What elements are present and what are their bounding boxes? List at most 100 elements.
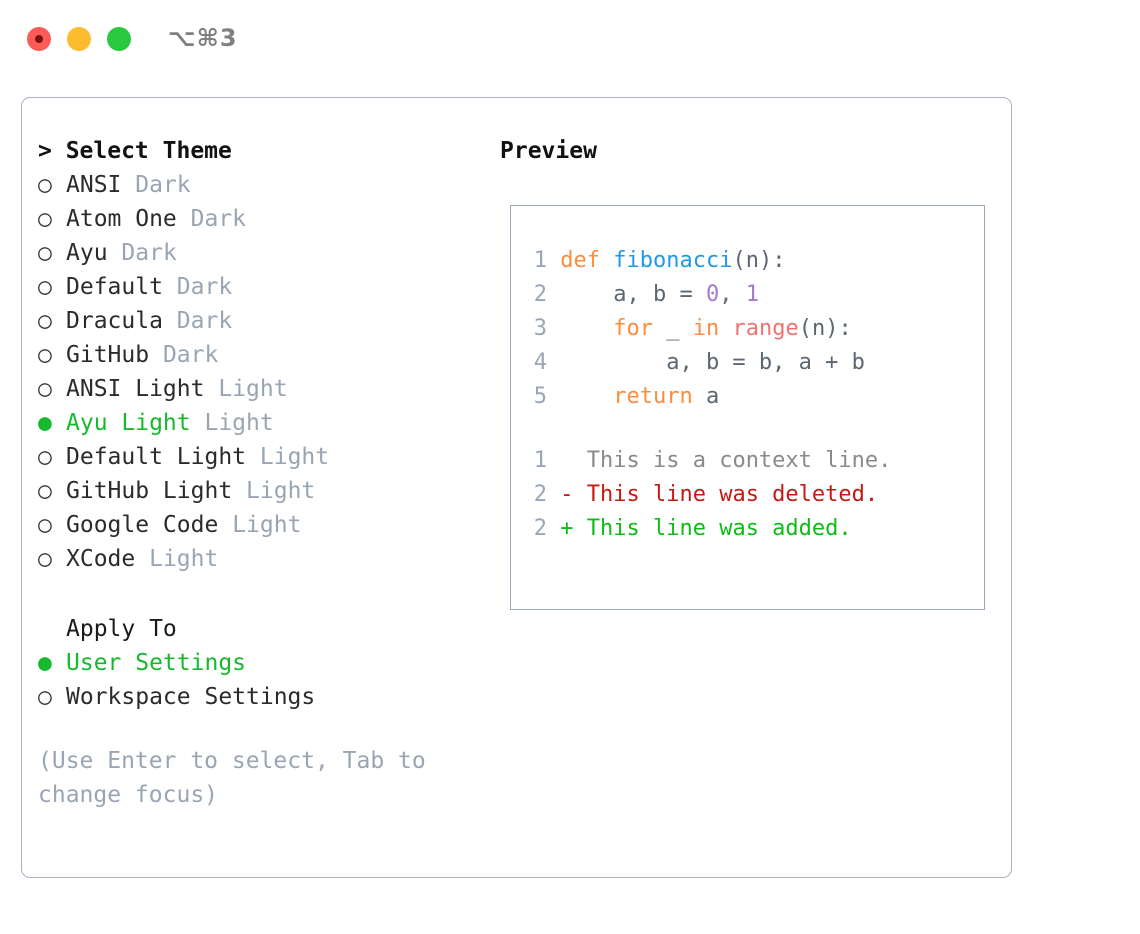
label-tag-space xyxy=(246,444,260,470)
code-token-plain: (n): xyxy=(732,248,786,273)
maximize-button[interactable] xyxy=(107,27,131,51)
code-token-plain: _ xyxy=(652,316,693,341)
label-tag-space xyxy=(191,410,205,436)
theme-option-tag: Dark xyxy=(176,274,233,300)
apply-to-option-workspace-settings[interactable]: ○ Workspace Settings xyxy=(38,680,488,714)
theme-option-label: Google Code xyxy=(66,512,219,538)
code-token-keyword: def xyxy=(560,248,600,273)
theme-option-default[interactable]: ○Default Dark xyxy=(38,270,488,304)
code-line-number: 1 xyxy=(533,248,547,273)
diff-line-prefix: + xyxy=(547,516,587,541)
code-token-function: fibonacci xyxy=(613,248,733,273)
code-token-plain: (n): xyxy=(798,316,852,341)
theme-option-label: Ayu Light xyxy=(66,410,191,436)
label-tag-space xyxy=(149,342,163,368)
diff-line-context: 1 This is a context line. xyxy=(525,444,984,478)
theme-option-tag: Light xyxy=(218,376,288,402)
theme-option-tag: Dark xyxy=(121,240,177,266)
code-line-number: 2 xyxy=(533,282,547,307)
code-token-plain xyxy=(547,316,613,341)
code-token-keyword: return xyxy=(613,384,693,409)
theme-option-tag: Dark xyxy=(190,206,247,232)
code-token-plain: , xyxy=(719,282,746,307)
code-line: 4 a, b = b, a + b xyxy=(525,346,984,380)
preview-column: Preview 1 def fibonacci(n):2 a, b = 0, 1… xyxy=(500,134,1000,610)
theme-option-label: Dracula xyxy=(66,308,163,334)
theme-option-tag: Dark xyxy=(135,172,191,198)
apply-to-heading: Apply To xyxy=(66,616,177,642)
code-token-plain: a xyxy=(692,384,720,409)
theme-option-label: Atom One xyxy=(66,206,177,232)
code-token-number: 0 xyxy=(705,282,720,307)
keyboard-shortcut-label: ⌥⌘3 xyxy=(168,24,238,52)
radio-unselected-icon: ○ xyxy=(38,308,52,334)
radio-unselected-icon: ○ xyxy=(38,342,52,368)
code-diff-spacer xyxy=(525,414,984,444)
theme-option-label: GitHub Light xyxy=(66,478,233,504)
radio-unselected-icon: ○ xyxy=(38,376,52,402)
apply-to-option-label: User Settings xyxy=(66,650,247,676)
select-theme-heading: > Select Theme xyxy=(38,138,232,164)
theme-option-github-light[interactable]: ○GitHub Light Light xyxy=(38,474,488,508)
label-tag-space xyxy=(163,308,177,334)
theme-option-tag: Light xyxy=(259,444,330,470)
theme-option-label: XCode xyxy=(66,546,136,572)
theme-option-ayu-light[interactable]: ●Ayu Light Light xyxy=(38,406,488,440)
theme-selector-column: > Select Theme ○ANSI Dark○Atom One Dark○… xyxy=(38,134,488,812)
code-token-plain: a, b = xyxy=(547,282,706,307)
code-token-keyword: in xyxy=(692,316,720,341)
label-tag-space xyxy=(177,206,191,232)
radio-unselected-icon: ○ xyxy=(38,546,52,572)
diff-line-text: This is a context line. xyxy=(586,448,892,473)
apply-to-option-label: Workspace Settings xyxy=(66,684,316,710)
preview-heading: Preview xyxy=(500,138,597,164)
theme-option-ansi[interactable]: ○ ANSI Dark xyxy=(38,168,488,202)
hint-spacer xyxy=(38,714,488,744)
diff-line-prefix xyxy=(547,448,587,473)
theme-option-default-light[interactable]: ○Default Light Light xyxy=(38,440,488,474)
radio-unselected-icon: ○ xyxy=(38,206,52,232)
theme-option-label: Default xyxy=(66,274,163,300)
label-tag-space xyxy=(232,478,246,504)
code-line: 3 for _ in range(n): xyxy=(525,312,984,346)
radio-unselected-icon: ○ xyxy=(38,478,52,504)
close-button[interactable] xyxy=(27,27,51,51)
code-token-plain xyxy=(547,248,560,273)
code-line-number: 4 xyxy=(533,350,547,375)
code-token-number: 1 xyxy=(745,282,759,307)
radio-unselected-icon: ○ xyxy=(38,684,52,710)
code-line: 2 a, b = 0, 1 xyxy=(525,278,984,312)
apply-to-option-list: ●User Settings ○ Workspace Settings xyxy=(38,646,488,714)
code-token-keyword: for xyxy=(613,316,653,341)
diff-line-deleted: 2 - This line was deleted. xyxy=(525,478,984,512)
label-tag-space xyxy=(135,546,149,572)
code-line: 5 return a xyxy=(525,380,984,414)
theme-option-github[interactable]: ○GitHub Dark xyxy=(38,338,488,372)
theme-option-atom-one[interactable]: ○ Atom One Dark xyxy=(38,202,488,236)
theme-option-tag: Light xyxy=(232,512,302,538)
radio-unselected-icon: ○ xyxy=(38,172,52,198)
theme-option-label: ANSI xyxy=(66,172,122,198)
theme-option-ayu[interactable]: ○ Ayu Dark xyxy=(38,236,488,270)
theme-option-ansi-light[interactable]: ○ANSI Light Light xyxy=(38,372,488,406)
theme-option-list: ○ANSI Dark○Atom One Dark○Ayu Dark○Defaul… xyxy=(38,168,488,576)
label-tag-space xyxy=(108,240,122,266)
apply-to-option-user-settings[interactable]: ●User Settings xyxy=(38,646,488,680)
theme-option-dracula[interactable]: ○Dracula Dark xyxy=(38,304,488,338)
diff-line-text: This line was deleted. xyxy=(586,482,879,507)
theme-option-label: GitHub xyxy=(66,342,150,368)
radio-selected-icon: ● xyxy=(38,410,52,436)
theme-option-tag: Light xyxy=(149,546,219,572)
theme-option-label: Ayu xyxy=(66,240,108,266)
code-line-number: 5 xyxy=(533,384,547,409)
section-spacer xyxy=(38,576,488,612)
theme-option-google-code[interactable]: ○ Google Code Light xyxy=(38,508,488,542)
title-bar: ⌥⌘3 xyxy=(0,0,1140,78)
radio-unselected-icon: ○ xyxy=(38,240,52,266)
theme-option-xcode[interactable]: ○ XCode Light xyxy=(38,542,488,576)
radio-unselected-icon: ○ xyxy=(38,512,52,538)
minimize-button[interactable] xyxy=(67,27,91,51)
label-tag-space xyxy=(163,274,177,300)
